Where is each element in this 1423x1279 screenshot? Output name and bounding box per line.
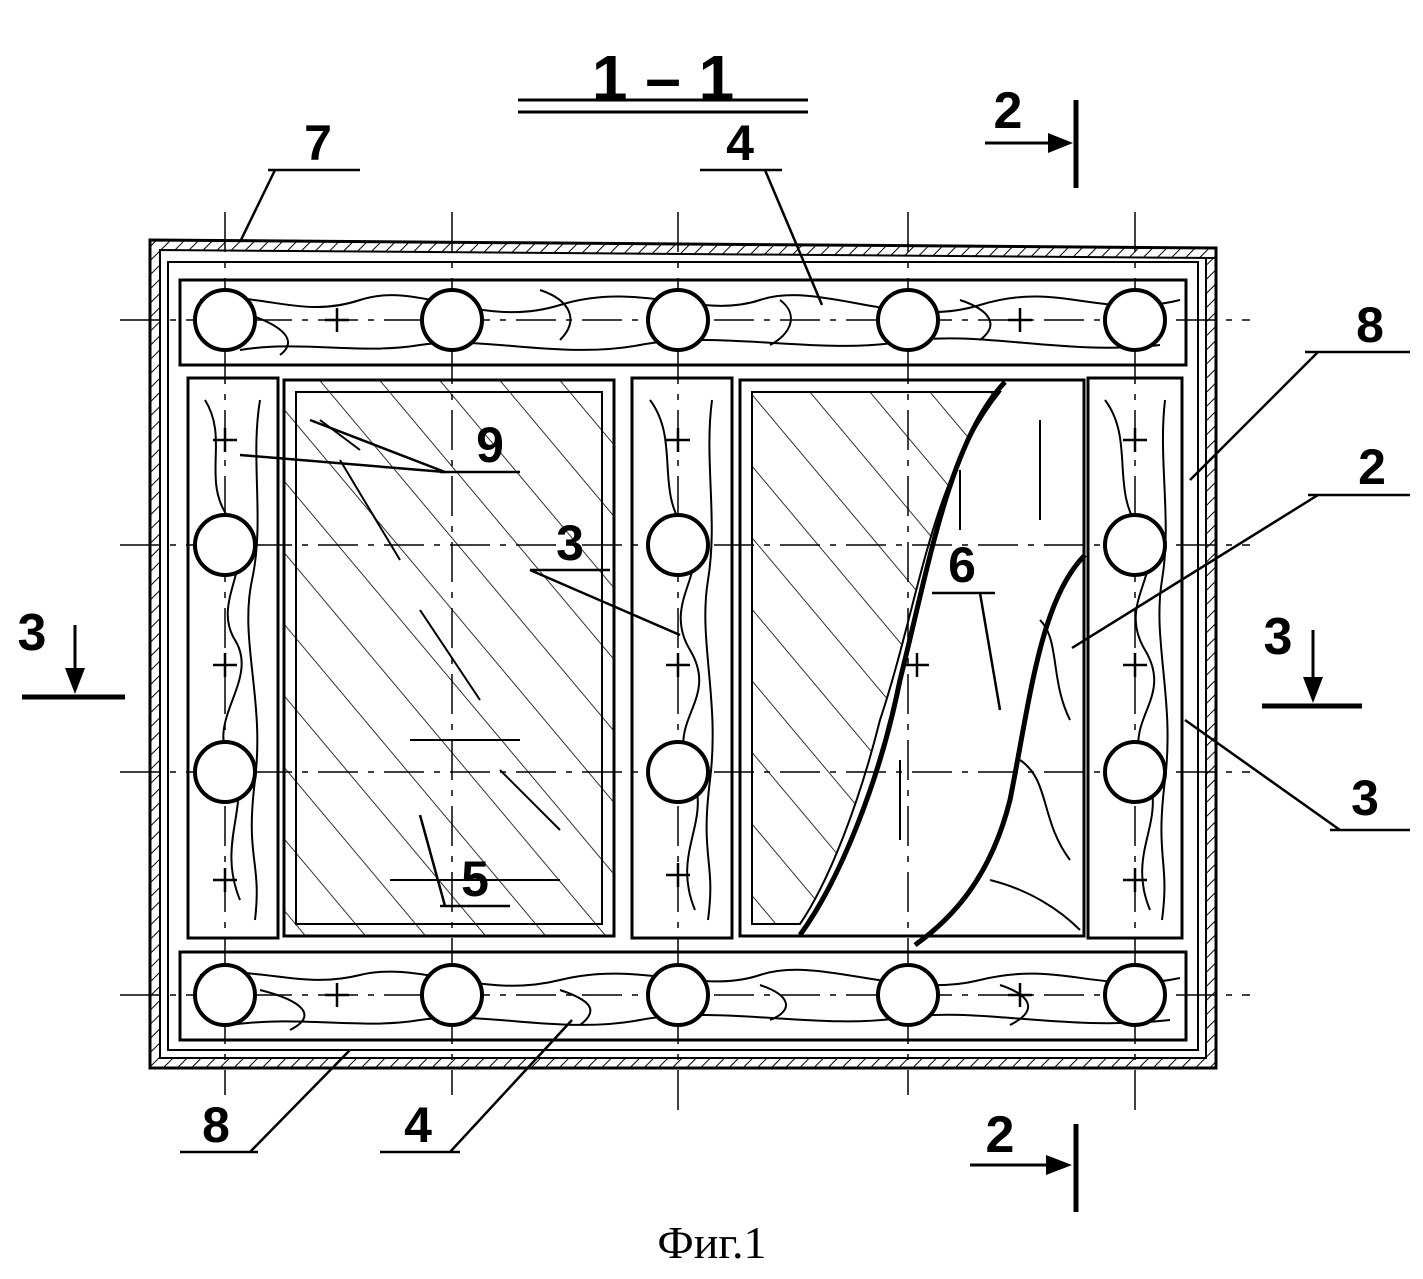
callout-8-bottom: 8 (202, 1097, 230, 1153)
middle-post (632, 378, 732, 938)
section-mark-top: 2 (985, 82, 1076, 188)
bolt-hole (1105, 965, 1165, 1025)
section-mark-left: 3 (18, 604, 125, 697)
callout-6: 6 (948, 537, 976, 593)
section-mark-right: 3 (1262, 608, 1362, 706)
callout-3-right: 3 (1351, 770, 1379, 826)
callout-3-mid: 3 (556, 515, 584, 571)
figure-caption: Фиг.1 (657, 1217, 766, 1268)
bolt-hole (195, 290, 255, 350)
bolt-hole (648, 965, 708, 1025)
bolt-hole (422, 965, 482, 1025)
bolt-hole (648, 290, 708, 350)
bolt-hole (1105, 742, 1165, 802)
bolt-hole (878, 965, 938, 1025)
bolt-hole (1105, 290, 1165, 350)
svg-text:3: 3 (18, 604, 47, 662)
callout-4-bottom: 4 (404, 1097, 432, 1153)
section-mark-bottom: 2 (970, 1106, 1076, 1212)
right-panel (740, 380, 1085, 945)
svg-text:2: 2 (986, 1106, 1015, 1164)
bolt-hole (878, 290, 938, 350)
callout-8-right: 8 (1356, 297, 1384, 353)
section-title: 1 – 1 (592, 42, 734, 114)
callout-7: 7 (304, 115, 332, 171)
bolt-hole (648, 742, 708, 802)
bolt-hole (1105, 515, 1165, 575)
svg-text:2: 2 (994, 82, 1023, 140)
bolt-hole (195, 742, 255, 802)
callout-9: 9 (476, 417, 504, 473)
callout-4-top: 4 (726, 115, 754, 171)
callout-5: 5 (461, 851, 489, 907)
left-post (188, 378, 278, 938)
bolt-hole (648, 515, 708, 575)
bolt-hole (195, 515, 255, 575)
callout-2-right: 2 (1358, 439, 1386, 495)
svg-text:3: 3 (1264, 608, 1293, 666)
cutaway-edge-right (915, 555, 1085, 945)
bolt-hole (195, 965, 255, 1025)
bolt-hole (422, 290, 482, 350)
